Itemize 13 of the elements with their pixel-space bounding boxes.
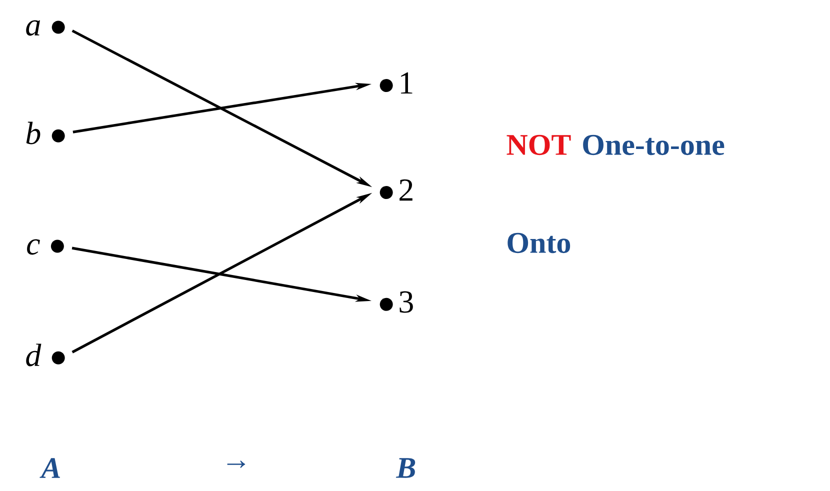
statement-text: One-to-one (583, 134, 724, 156)
point-label: d (26, 344, 65, 366)
point-label: b (26, 122, 65, 144)
arrow-symbol: → (227, 460, 246, 468)
set-name: A (40, 458, 60, 478)
point-label: a (26, 20, 65, 36)
statement-text: Onto (508, 232, 570, 254)
point-label: c (27, 239, 64, 255)
point-label: 1 (380, 72, 412, 94)
set-name: B (396, 458, 416, 478)
point-label: 3 (380, 291, 413, 313)
point-label: 2 (380, 179, 412, 201)
statement-text: NOT (506, 134, 571, 156)
